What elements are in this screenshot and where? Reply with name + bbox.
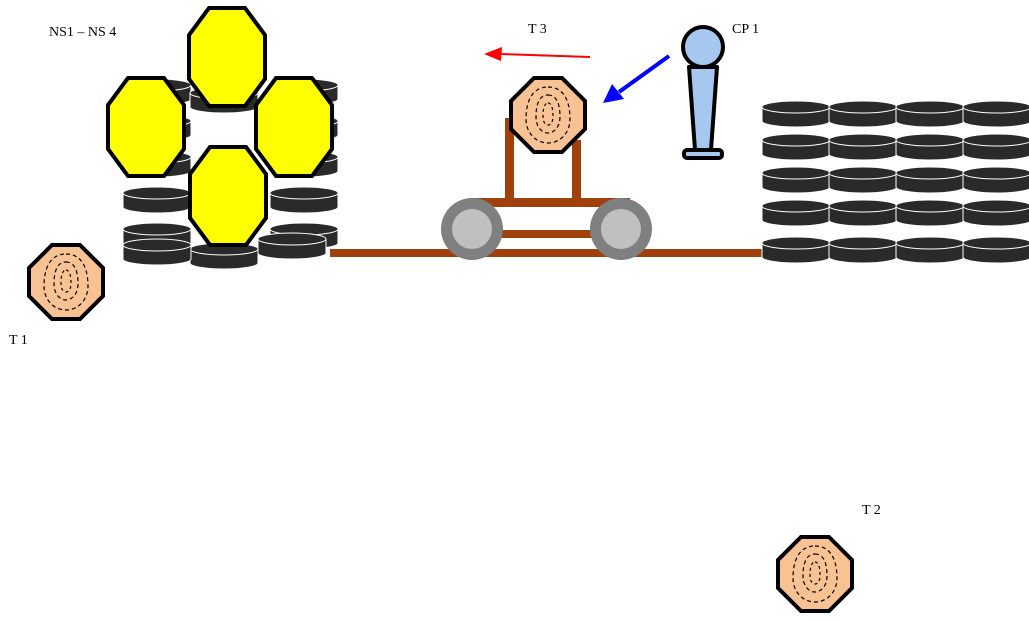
octagon-yellow-icon xyxy=(106,76,186,178)
octagon-paper-target-icon xyxy=(509,76,587,154)
rail-line xyxy=(330,249,770,257)
steel-popper-icon xyxy=(681,25,725,160)
right-tire-wall xyxy=(761,100,1029,264)
octagon-paper-target-icon xyxy=(27,243,105,321)
label-t3: T 3 xyxy=(528,22,547,37)
activation-arrow-blue xyxy=(603,54,671,103)
wheel-icon xyxy=(441,198,503,260)
label-cp1: CP 1 xyxy=(732,22,759,37)
label-t2: T 2 xyxy=(862,503,881,518)
movement-arrow-red xyxy=(484,47,591,61)
wheel-icon xyxy=(590,198,652,260)
moving-target-carrier xyxy=(441,118,652,260)
octagon-yellow-icon xyxy=(187,6,267,108)
label-ns-group: NS1 – NS 4 xyxy=(49,25,116,40)
octagon-yellow-icon xyxy=(188,145,268,247)
octagon-paper-target-icon xyxy=(776,535,854,613)
label-t1: T 1 xyxy=(9,333,28,348)
octagon-yellow-icon xyxy=(254,76,334,178)
